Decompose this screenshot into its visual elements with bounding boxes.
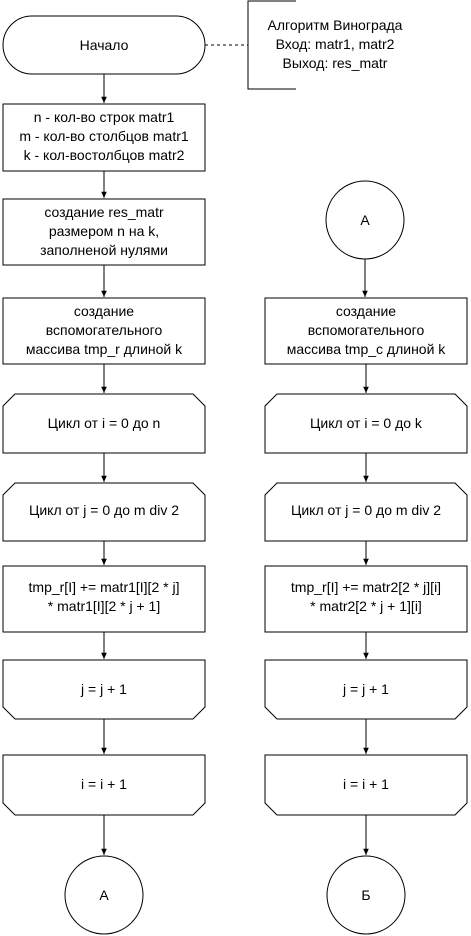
- loop-j-right-label: Цикл от j = 0 до m div 2: [291, 502, 441, 518]
- process-compute-left: tmp_r[I] += matr1[I][2 * j] * matr1[I][2…: [2, 565, 206, 633]
- end-i-right-label: i = i + 1: [343, 776, 389, 792]
- connector-a-in: А: [325, 180, 405, 260]
- loop-i-right-label: Цикл от i = 0 до k: [310, 415, 423, 431]
- loop-start-j-right: Цикл от j = 0 до m div 2: [264, 482, 468, 542]
- process-variables: n - кол-во строк matr1 m - кол-во столбц…: [2, 103, 206, 172]
- process-create-res-matr: создание res_matr размером n на k, запол…: [2, 198, 206, 266]
- comment-line-3: Выход: res_matr: [283, 55, 388, 71]
- connector-a-out: А: [64, 855, 144, 935]
- process-create-tmp-c: создание вспомогательного массива tmp_c …: [264, 297, 468, 365]
- loop-start-i-left: Цикл от i = 0 до n: [2, 393, 206, 454]
- end-j-right-label: j = j + 1: [342, 681, 389, 697]
- compute-right-line-2: * matr2[2 * j + 1][i]: [310, 598, 422, 614]
- vars-line-1: n - кол-во строк matr1: [34, 109, 175, 125]
- loop-i-left-label: Цикл от i = 0 до n: [48, 415, 161, 431]
- loop-end-i-right: i = i + 1: [264, 754, 468, 816]
- start-label: Начало: [80, 37, 129, 53]
- tmp-c-line-1: создание: [336, 303, 396, 319]
- loop-start-i-right: Цикл от i = 0 до k: [264, 393, 468, 454]
- algorithm-comment: Алгоритм Винограда Вход: matr1, matr2 Вы…: [205, 0, 403, 90]
- comment-line-1: Алгоритм Винограда: [268, 17, 403, 33]
- compute-left-line-2: * matr1[I][2 * j + 1]: [48, 598, 160, 614]
- tmp-r-line-3: массива tmp_r длиной k: [26, 341, 183, 357]
- loop-end-i-left: i = i + 1: [2, 754, 206, 816]
- start-terminator: Начало: [2, 15, 206, 75]
- vars-line-2: m - кол-во столбцов matr1: [19, 128, 189, 144]
- process-create-tmp-r: создание вспомогательного массива tmp_r …: [2, 297, 206, 365]
- connector-a-out-label: А: [99, 887, 109, 903]
- loop-end-j-right: j = j + 1: [264, 659, 468, 720]
- comment-bracket: [247, 0, 296, 90]
- end-i-left-label: i = i + 1: [81, 776, 127, 792]
- vars-line-3: k - кол-востолбцов matr2: [24, 147, 185, 163]
- create-res-line-1: создание res_matr: [44, 204, 164, 220]
- create-res-line-2: размером n на k,: [49, 223, 159, 239]
- comment-line-2: Вход: matr1, matr2: [276, 36, 395, 52]
- compute-right-line-1: tmp_r[I] += matr2[2 * j][i]: [291, 579, 441, 595]
- tmp-r-line-2: вспомогательного: [46, 322, 163, 338]
- process-compute-right: tmp_r[I] += matr2[2 * j][i] * matr2[2 * …: [264, 565, 468, 633]
- connector-b-out-label: Б: [361, 887, 370, 903]
- connector-a-in-label: А: [360, 212, 370, 228]
- tmp-r-line-1: создание: [74, 303, 134, 319]
- compute-left-line-1: tmp_r[I] += matr1[I][2 * j]: [29, 579, 180, 595]
- end-j-left-label: j = j + 1: [80, 681, 127, 697]
- tmp-c-line-2: вспомогательного: [308, 322, 425, 338]
- connector-b-out: Б: [326, 855, 406, 935]
- create-res-line-3: заполненой нулями: [40, 242, 168, 258]
- loop-start-j-left: Цикл от j = 0 до m div 2: [2, 482, 206, 542]
- loop-j-left-label: Цикл от j = 0 до m div 2: [29, 502, 179, 518]
- loop-end-j-left: j = j + 1: [2, 659, 206, 720]
- tmp-c-line-3: массива tmp_c длиной k: [287, 341, 447, 357]
